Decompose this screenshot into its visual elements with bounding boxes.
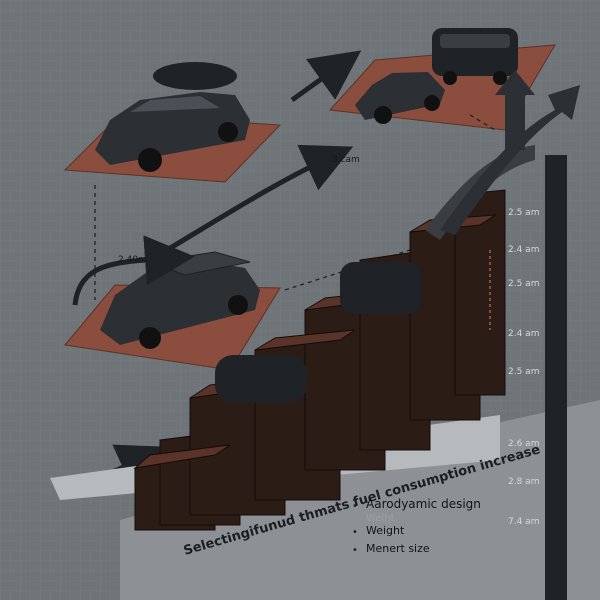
roof-box-on-steps-icon <box>215 262 422 403</box>
legend-item: Weight <box>366 524 405 537</box>
scale-tick: 2.5 am <box>508 367 539 377</box>
platform-top-left <box>63 62 282 183</box>
suv-with-roof-box-icon <box>95 62 250 172</box>
legend: • Aarodyamic design Weiht • Weight • Men… <box>352 497 481 556</box>
scale-tick: 2.5 am <box>508 208 539 218</box>
left-arrow-label: 2.40m <box>118 255 147 265</box>
vertical-scale-bar <box>489 155 567 600</box>
scale-tick: 2.5 am <box>508 279 539 289</box>
flow-arrows <box>72 50 362 491</box>
legend-bullet: • <box>352 501 358 512</box>
legend-item: Aarodyamic design <box>366 497 481 511</box>
platform-top-right <box>328 28 556 131</box>
top-arrow <box>290 50 362 103</box>
scale-tick: 7.4 am <box>508 517 539 527</box>
swoosh-arrows <box>425 70 580 240</box>
scale-tick: 2.6 am <box>508 439 539 449</box>
legend-item: Menert size <box>366 542 430 555</box>
legend-item: Weiht <box>366 513 395 524</box>
staircase-chart <box>50 189 600 600</box>
legend-bullet: • <box>352 545 358 556</box>
cargo-trailer-icon <box>432 28 518 85</box>
scale-tick: 2.8 am <box>508 477 539 487</box>
scale-tick: 2.4 am <box>508 245 539 255</box>
scale-tick-labels: 2.5 am 2.4 am 2.5 am 2.4 am 2.5 am 2.6 a… <box>508 208 539 527</box>
top-arrow-label: 3.cam <box>332 155 360 165</box>
left-curve-arrow <box>72 235 195 306</box>
sedan-icon <box>355 72 445 124</box>
legend-bullet: • <box>352 527 358 538</box>
scale-tick: 2.4 am <box>508 329 539 339</box>
